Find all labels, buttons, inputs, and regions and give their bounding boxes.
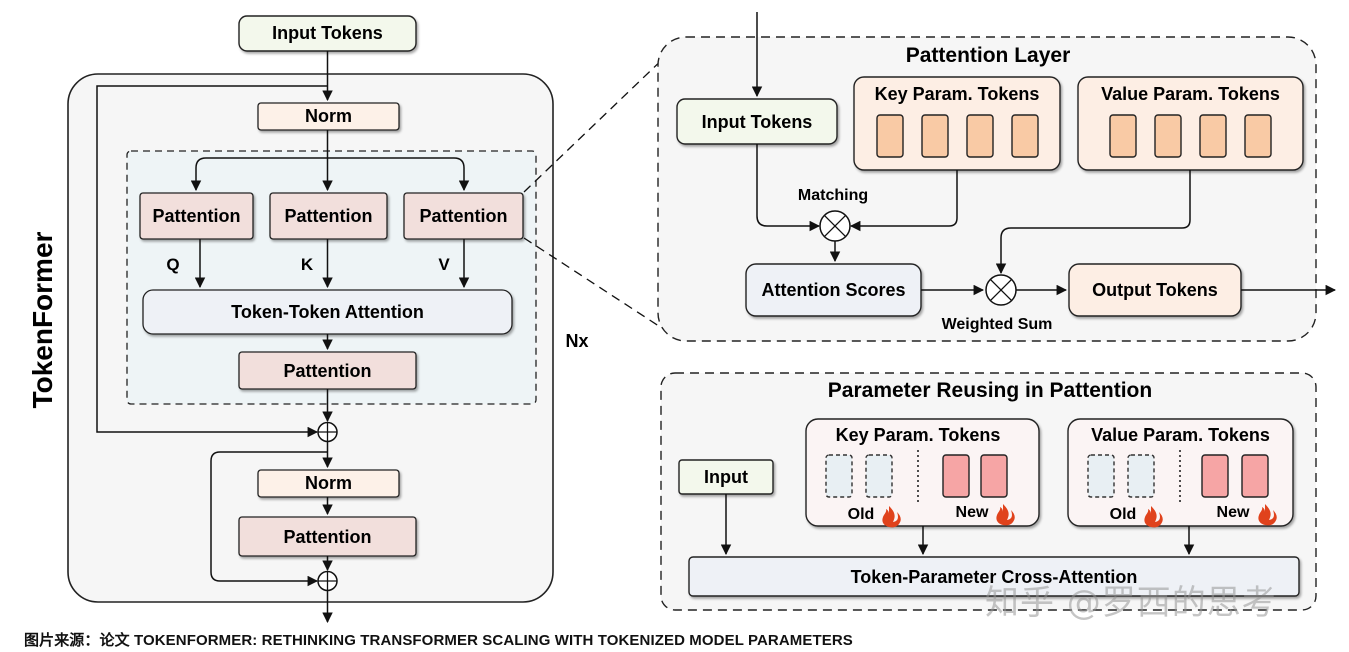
pr-value-old-token-1 [1087,454,1115,498]
weighted-sum-multiply-node [985,274,1017,306]
matching-multiply-node [819,210,851,242]
pr-value-old-token-2 [1127,454,1155,498]
zoom-line-top [523,53,669,193]
pr-input-label: Input [704,467,748,487]
pattention-layer-panel: Pattention Layer Input Tokens Key Param.… [657,12,1337,342]
tokenformer-vertical-title: TokenFormer [27,231,58,408]
tokenformer-panel: TokenFormer Input Tokens Norm Nx Pattent… [27,15,589,624]
norm-top-box [257,102,400,131]
pattention-v-label: Pattention [420,206,508,226]
pattention-k-box [269,192,388,240]
pl-value-token-4 [1244,114,1272,158]
residual-add-2 [317,570,338,592]
v-label: V [438,255,450,274]
weighted-sum-label: Weighted Sum [942,316,1053,333]
pr-key-new-label: New [956,504,989,521]
pr-key-new-token-2 [980,454,1008,498]
pattention-layer-title: Pattention Layer [906,44,1071,67]
pl-key-token-4 [1011,114,1039,158]
residual-add-1 [317,421,338,443]
fire-icon [882,506,901,528]
pr-value-new-token-2 [1241,454,1269,498]
pl-input-tokens-label: Input Tokens [702,112,813,132]
key-to-matching [849,170,958,232]
pl-value-param-label: Value Param. Tokens [1101,84,1280,104]
branch-right [327,157,470,192]
pr-value-param-label: Value Param. Tokens [1091,425,1270,445]
value-to-weighted [995,170,1191,275]
input-to-matching [756,144,821,232]
input-tokens-label: Input Tokens [272,23,383,43]
attention-scores-label: Attention Scores [761,280,905,300]
pl-key-param-label: Key Param. Tokens [875,84,1040,104]
norm-top-label: Norm [305,106,352,126]
pr-key-old-label: Old [848,506,875,523]
fire-icon [996,504,1015,526]
param-reuse-title: Parameter Reusing in Pattention [828,379,1152,402]
fire-icon [1144,506,1163,528]
nx-label: Nx [565,331,588,351]
zoom-line-bottom [523,237,669,333]
pr-key-old-token-1 [825,454,853,498]
fire-icon [1258,504,1277,526]
param-reuse-panel: Parameter Reusing in Pattention Input Ke… [660,372,1317,611]
pl-key-token-2 [921,114,949,158]
figure-caption: 图片来源：论文 TOKENFORMER: RETHINKING TRANSFOR… [24,632,853,649]
norm-bottom-box [257,469,400,498]
pattention-k-label: Pattention [285,206,373,226]
norm-bottom-label: Norm [305,473,352,493]
pr-key-old-token-2 [865,454,893,498]
matching-label: Matching [798,187,868,204]
pl-value-token-1 [1109,114,1137,158]
cross-attention-box [688,556,1300,597]
pattention-q-box [139,192,254,240]
pr-value-old-label: Old [1110,506,1137,523]
pattention-q-label: Pattention [153,206,241,226]
token-token-attention-label: Token-Token Attention [231,302,424,322]
pl-key-token-3 [966,114,994,158]
q-label: Q [166,255,179,274]
pattention-out-label: Pattention [284,361,372,381]
residual-connection-2 [210,451,328,587]
residual-connection-1 [96,85,328,438]
pl-value-token-2 [1154,114,1182,158]
output-tokens-label: Output Tokens [1092,280,1218,300]
pattention-ffn-label: Pattention [284,527,372,547]
pl-value-token-3 [1199,114,1227,158]
pr-value-new-label: New [1217,504,1250,521]
pr-value-new-token-1 [1201,454,1229,498]
pr-key-param-label: Key Param. Tokens [836,425,1001,445]
pr-key-new-token-1 [942,454,970,498]
watermark-text: 知乎 @罗西的思考 [985,583,1277,623]
pl-key-token-1 [876,114,904,158]
cross-attention-label: Token-Parameter Cross-Attention [851,567,1138,587]
branch-left [190,157,328,192]
k-label: K [301,255,314,274]
pr-value-param-box [1067,418,1294,527]
